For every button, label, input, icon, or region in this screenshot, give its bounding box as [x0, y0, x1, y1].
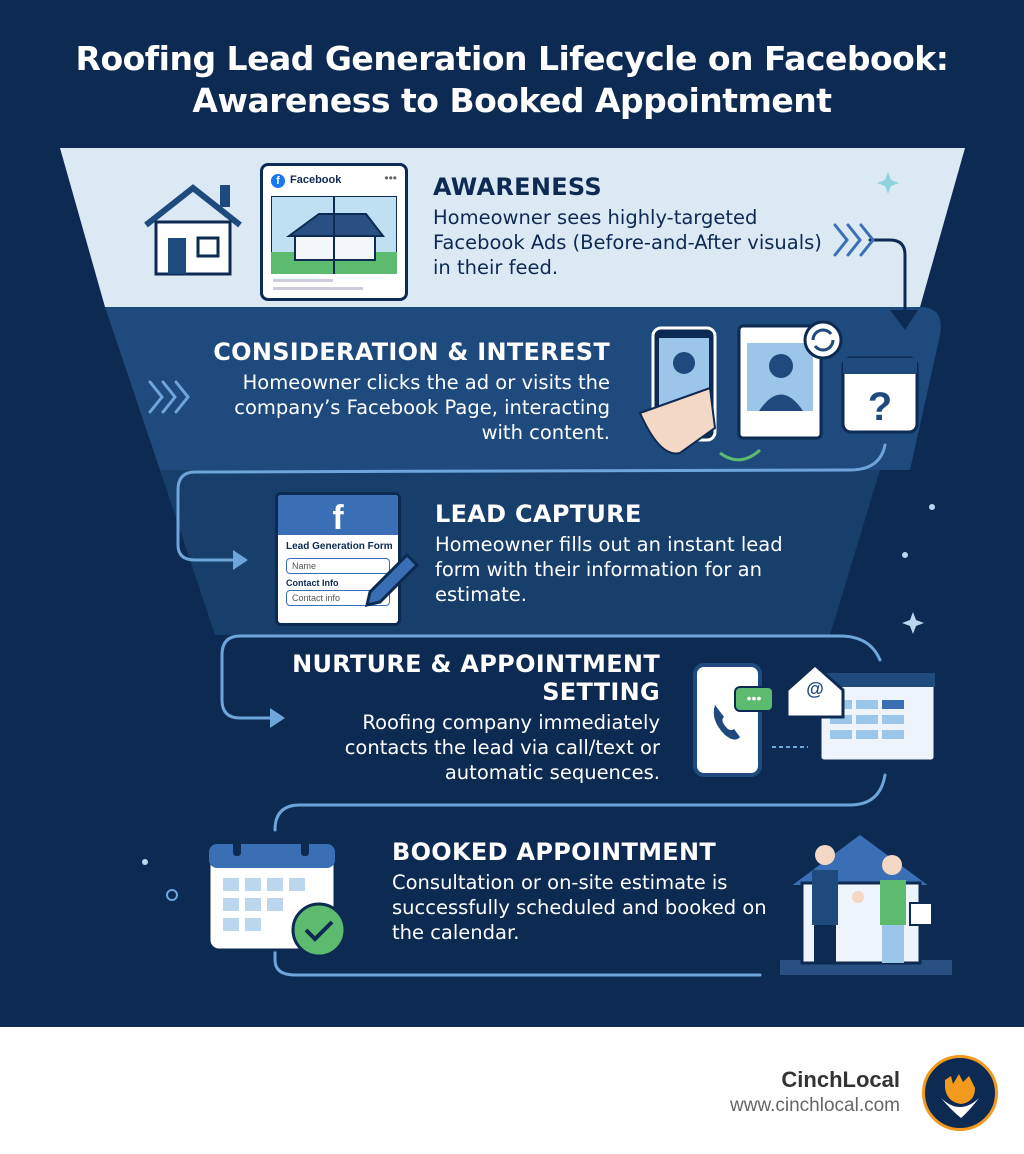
contact-automation-icons: ••• @ [693, 662, 937, 777]
more-icon: ••• [384, 171, 397, 185]
stage-heading: NURTURE & APPOINTMENT SETTING [292, 650, 660, 706]
flow-line-5 [273, 928, 762, 977]
svg-text:•••: ••• [747, 690, 762, 706]
contact-input[interactable]: Contact info [286, 590, 390, 606]
text-placeholder [273, 279, 333, 282]
stage-consideration: CONSIDERATION & INTEREST Homeowner click… [190, 338, 610, 445]
title-line-2: Awareness to Booked Appointment [192, 81, 832, 120]
stage-lead-capture: LEAD CAPTURE Homeowner fills out an inst… [435, 500, 815, 607]
brand-block: CinchLocal www.cinchlocal.com [730, 1067, 900, 1117]
name-input[interactable]: Name [286, 558, 390, 574]
footer: CinchLocal www.cinchlocal.com [0, 1027, 1024, 1154]
social-engagement-icons: ? [638, 320, 919, 462]
facebook-ad-card: f Facebook ••• [260, 163, 408, 301]
stage-nurture: NURTURE & APPOINTMENT SETTING Roofing co… [290, 650, 660, 785]
flow-arrow-4 [273, 773, 887, 832]
before-after-image [271, 196, 397, 274]
page-title: Roofing Lead Generation Lifecycle on Fac… [0, 38, 1024, 122]
text-placeholder [273, 287, 363, 290]
stage-text: Homeowner sees highly-targeted Facebook … [433, 206, 822, 279]
stage-text: Roofing company immediately contacts the… [344, 711, 660, 784]
facebook-logo-icon: f [278, 495, 398, 537]
title-line-1: Roofing Lead Generation Lifecycle on Fac… [75, 39, 949, 78]
chevrons-icon [833, 223, 875, 257]
cinchlocal-logo-icon [922, 1055, 998, 1131]
lead-form-card: f Lead Generation Form Name Contact Info… [275, 492, 401, 626]
stage-text: Homeowner fills out an instant lead form… [435, 533, 783, 606]
svg-text:?: ? [868, 385, 892, 429]
brand-name: CinchLocal [781, 1067, 900, 1092]
pencil-icon [364, 552, 420, 608]
flow-arrow-3 [220, 634, 882, 720]
funnel-band-consideration [105, 307, 941, 470]
calendar-check-icon [207, 834, 347, 958]
stage-heading: LEAD CAPTURE [435, 500, 642, 528]
stage-text: Consultation or on-site estimate is succ… [392, 871, 767, 944]
chevrons-icon [148, 380, 190, 414]
house-icon [144, 184, 242, 276]
chat-bubble-icon [734, 686, 774, 712]
svg-text:@: @ [806, 679, 824, 699]
contact-label: Contact Info [286, 578, 339, 588]
refresh-icon [803, 320, 843, 360]
handshake-house-icon [780, 831, 952, 975]
stage-heading: CONSIDERATION & INTEREST [213, 338, 610, 366]
flow-arrow-2 [176, 443, 887, 562]
stage-text: Homeowner clicks the ad or visits the co… [234, 371, 610, 444]
stage-awareness: AWARENESS Homeowner sees highly-targeted… [433, 173, 833, 280]
phone-call-icon [693, 663, 762, 777]
stage-heading: AWARENESS [433, 173, 603, 201]
facebook-logo-icon: f [271, 174, 285, 188]
email-icon [785, 662, 845, 719]
flow-arrow-1 [868, 238, 907, 312]
stage-heading: BOOKED APPOINTMENT [392, 838, 717, 866]
facebook-label: Facebook [290, 174, 342, 186]
background: Roofing Lead Generation Lifecycle on Fac… [0, 0, 1024, 1027]
brand-url[interactable]: www.cinchlocal.com [730, 1095, 900, 1116]
form-title: Lead Generation Form [286, 541, 393, 552]
stage-booked: BOOKED APPOINTMENT Consultation or on-si… [392, 838, 772, 945]
